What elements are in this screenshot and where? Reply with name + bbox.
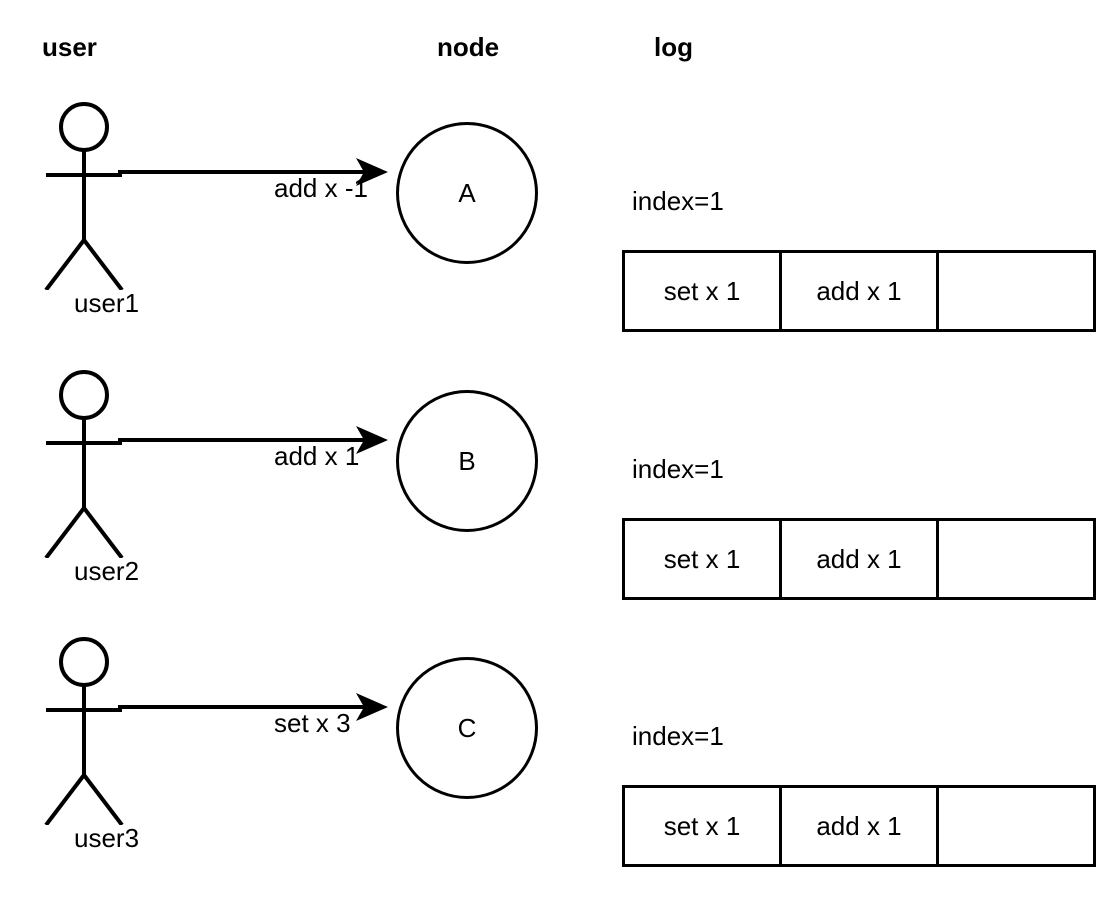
node-A[interactable]: A [396, 122, 538, 264]
column-header-log: log [654, 32, 693, 62]
edge-user1-to-A[interactable]: add x -1 [118, 152, 388, 201]
arrow-right-icon [118, 693, 388, 721]
log-table: set x 1 add x 1 [622, 250, 1096, 332]
edge-user3-to-C[interactable]: set x 3 [118, 687, 388, 736]
edge-label: add x 1 [274, 441, 360, 471]
actor-label: user2 [74, 556, 140, 586]
actor-label: user3 [74, 823, 140, 853]
log-entry-cell-empty[interactable] [939, 253, 1093, 329]
actor-user3[interactable]: user3 [36, 635, 156, 851]
actor-user2[interactable]: user2 [36, 368, 156, 584]
stick-figure-icon [44, 637, 124, 825]
column-header-node: node [437, 32, 500, 62]
node-label: A [458, 178, 476, 208]
log-table: set x 1 add x 1 [622, 785, 1096, 867]
log-entry-cell[interactable]: add x 1 [782, 521, 939, 597]
log-entry-cell[interactable]: add x 1 [782, 788, 939, 864]
log-entry-cell[interactable]: add x 1 [782, 253, 939, 329]
edge-label: add x -1 [274, 173, 368, 203]
actor-user1[interactable]: user1 [36, 100, 156, 316]
edge-label: set x 3 [274, 708, 351, 738]
node-C[interactable]: C [396, 657, 538, 799]
log-entry-cell-empty[interactable] [939, 788, 1093, 864]
log-entry-cell-empty[interactable] [939, 521, 1093, 597]
node-label: B [458, 446, 476, 476]
log-index-label: index=1 [632, 721, 724, 751]
diagram-row: user3 set x 3 C index=1 set x 1 add x 1 [0, 635, 1118, 885]
log-entry-cell[interactable]: set x 1 [625, 788, 782, 864]
log-index-label: index=1 [632, 186, 724, 216]
stick-figure-icon [44, 102, 124, 290]
log-index-label: index=1 [632, 454, 724, 484]
arrow-right-icon [118, 158, 388, 186]
log-entry-cell[interactable]: set x 1 [625, 521, 782, 597]
arrow-right-icon [118, 426, 388, 454]
node-label: C [457, 713, 477, 743]
diagram-row: user2 add x 1 B index=1 set x 1 add x 1 [0, 368, 1118, 618]
column-header-user: user [42, 32, 97, 62]
edge-user2-to-B[interactable]: add x 1 [118, 420, 388, 469]
actor-label: user1 [74, 288, 140, 318]
node-B[interactable]: B [396, 390, 538, 532]
log-table: set x 1 add x 1 [622, 518, 1096, 600]
log-entry-cell[interactable]: set x 1 [625, 253, 782, 329]
stick-figure-icon [44, 370, 124, 558]
diagram-row: user1 add x -1 A index=1 set x 1 add x 1 [0, 100, 1118, 350]
